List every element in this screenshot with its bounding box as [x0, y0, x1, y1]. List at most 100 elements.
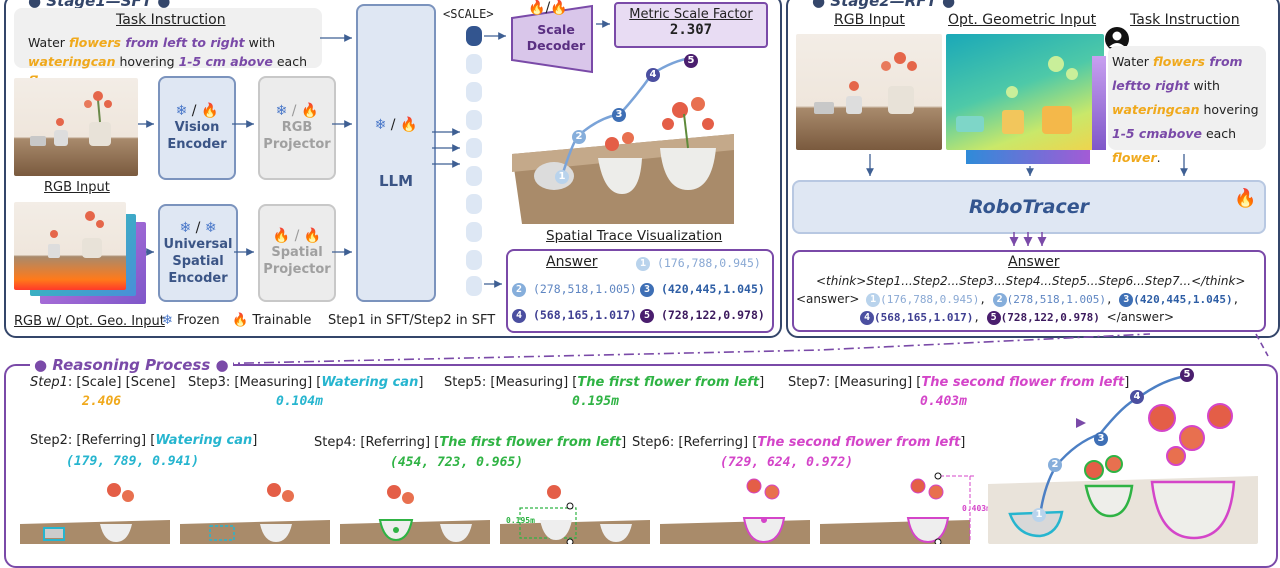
snowflake-icon: ❄: [374, 116, 387, 133]
task-text-run: flower: [1112, 150, 1157, 165]
task-text-run: Water: [28, 35, 69, 50]
stage2-think-line: <think>Step1...Step2...Step3...Step4...S…: [816, 274, 1246, 288]
stage1-task-box: [14, 8, 322, 68]
stage1-arrows: [138, 20, 610, 288]
task-text-run: above: [1159, 126, 1202, 141]
fire-icon: 🔥: [303, 228, 322, 244]
step5-value: 0.195m: [572, 394, 619, 409]
stage2-geo-colorbar: [966, 150, 1090, 164]
output-token: [466, 276, 482, 296]
trace-point-5: 5: [684, 54, 698, 68]
rgb-projector-l2: Projector: [263, 137, 331, 152]
rgb-projector-l1: RGB: [281, 120, 313, 135]
stage2-geo-label: Opt. Geometric Input: [948, 12, 1097, 28]
fire-icon: 🔥: [550, 0, 568, 16]
stage1-legend: ❄ Frozen 🔥 Trainable Step1 in SFT/Step2 …: [162, 313, 496, 328]
task-text-run: hovering: [115, 54, 179, 69]
stage1-geo-stack-1: [14, 202, 126, 290]
spatial-encoder-box: ❄ / ❄ Universal Spatial Encoder: [158, 204, 238, 302]
output-token: [466, 250, 482, 270]
stage2-title: ● Stage2—RFT ●: [808, 0, 960, 9]
step6-label: Step6: [Referring] [The second flower fr…: [632, 435, 966, 450]
snowflake-icon: ❄: [179, 219, 192, 236]
flower-scene-icon: [48, 211, 104, 258]
stage2-answer-line1: <answer> 1(176,788,0.945), 2(278,518,1.0…: [796, 292, 1240, 307]
spatial-encoder-l3: Encoder: [168, 270, 228, 286]
fire-icon: 🔥: [300, 103, 319, 119]
task-text-run: .: [1156, 150, 1161, 165]
reasoning-connector: [203, 333, 1269, 365]
metric-value: 2.307: [669, 22, 713, 38]
step-thumb-measure-label: 0.195m: [506, 516, 535, 525]
llm-label: LLM: [378, 171, 414, 190]
step5-label: Step5: [Measuring] [The first flower fro…: [444, 375, 765, 390]
flower-scene-icon: [814, 52, 917, 114]
final-trace-scene-icon: [988, 374, 1258, 544]
stage1-answer-p2: 2 (278,518,1.005): [512, 282, 637, 297]
task-text-run: with: [1189, 78, 1220, 93]
output-token: [466, 54, 482, 74]
fire-icon: 🔥: [399, 116, 418, 133]
reasoning-title: ● Reasoning Process ●: [30, 356, 233, 374]
trace-point-4: 4: [646, 68, 660, 82]
reasoning-final-trace-image: 1 2 3 4 5: [988, 366, 1258, 544]
fire-icon: 🔥: [232, 313, 249, 328]
scale-token-label: <SCALE>: [443, 7, 494, 21]
step4-value: (454, 723, 0.965): [390, 455, 524, 470]
final-trace-point-2: 2: [1048, 458, 1062, 472]
trace-point-2: 2: [572, 130, 586, 144]
spatial-encoder-l1: Universal: [163, 236, 233, 252]
stage2-task-header: Task Instruction: [1130, 12, 1240, 28]
stage1-rgb-image: [14, 78, 138, 176]
stage1-rgb-input-label: RGB Input: [44, 180, 110, 195]
stage2-task-box: [1108, 46, 1266, 150]
step3-value: 0.104m: [276, 394, 323, 409]
step4-label: Step4: [Referring] [The first flower fro…: [314, 435, 627, 450]
metric-title: Metric Scale Factor: [629, 7, 753, 22]
step2-value: (179, 789, 0.941): [66, 454, 200, 469]
snowflake-icon: ❄: [175, 103, 188, 119]
stage2-rgb-label: RGB Input: [834, 12, 905, 28]
task-text-run: can: [1174, 102, 1200, 117]
trace-scene-icon: [512, 56, 734, 224]
spatial-projector-l1: Spatial: [271, 245, 323, 260]
vision-encoder-l1: Vision: [174, 120, 220, 135]
stage2-geo-colorbar-side: [1092, 56, 1106, 150]
task-text-run: to right: [1136, 78, 1190, 93]
stage2-answer-line2: 4(568,165,1.017), 5(728,122,0.978) </ans…: [860, 310, 1174, 325]
step7-value: 0.403m: [920, 394, 967, 409]
task-text-run: from left to right: [121, 35, 245, 50]
stage2-arrows: [866, 154, 1188, 246]
spatial-projector-box: 🔥 / 🔥 Spatial Projector: [258, 204, 336, 302]
task-text-run: watering: [1112, 102, 1175, 117]
task-text-run: Water: [1112, 54, 1153, 69]
vision-encoder-box: ❄ / 🔥 Vision Encoder: [158, 76, 236, 180]
stage2-answer-title: Answer: [1008, 254, 1060, 270]
final-trace-point-3: 3: [1094, 432, 1108, 446]
step-thumb-measure-label-2: 0.403m: [962, 504, 991, 513]
stage1-task-header: Task Instruction: [116, 12, 226, 28]
scale-decoder-icons: 🔥/🔥: [528, 0, 568, 16]
final-trace-point-1: 1: [1032, 508, 1046, 522]
output-token: [466, 82, 482, 102]
stage1-title: ● Stage1—SFT ●: [24, 0, 175, 9]
snowflake-icon: ❄: [204, 219, 217, 236]
trace-point-3: 3: [612, 108, 626, 122]
task-text-run: 1-5 cm: [1112, 126, 1160, 141]
stage1-answer-title: Answer: [546, 254, 598, 270]
step7-label: Step7: [Measuring] [The second flower fr…: [788, 375, 1130, 390]
flower-scene-icon: [30, 91, 112, 146]
output-token: [466, 194, 482, 214]
task-text-run: with: [244, 35, 276, 50]
scale-decoder-shape: [511, 4, 593, 74]
robotracer-box: RoboTracer: [792, 180, 1266, 234]
task-text-run: hovering: [1199, 102, 1259, 117]
step2-label: Step2: [Referring] [Watering can]: [30, 433, 258, 448]
step6-value: (729, 624, 0.972): [720, 455, 854, 470]
task-text-run: flowers: [68, 35, 121, 50]
fire-icon: 🔥: [200, 103, 219, 119]
spatial-projector-l2: Projector: [263, 262, 331, 277]
output-token: [466, 138, 482, 158]
viz-title: Spatial Trace Visualization: [546, 228, 723, 244]
